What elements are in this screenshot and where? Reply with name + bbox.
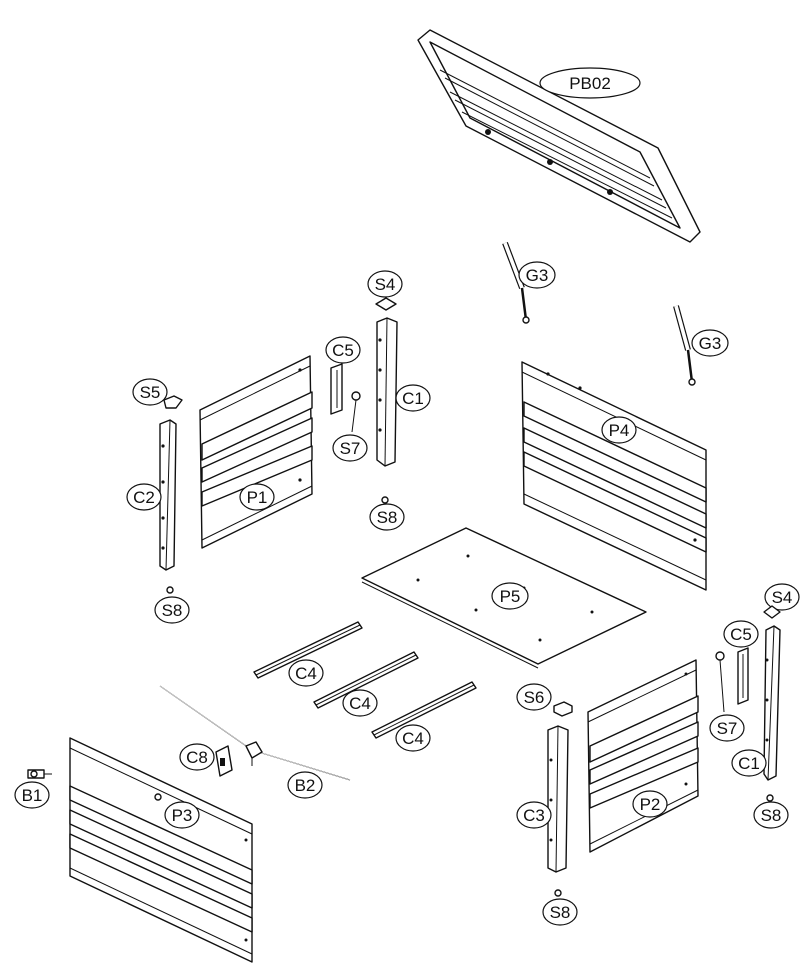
corner-post-c1-right bbox=[763, 625, 781, 781]
label-c4-a: C4 bbox=[295, 664, 317, 683]
label-pb02: PB02 bbox=[569, 74, 611, 93]
label-s4-right: S4 bbox=[772, 588, 793, 607]
gas-strut-g3-right bbox=[673, 305, 696, 386]
foot-s8-mid bbox=[381, 496, 389, 504]
back-panel-p4 bbox=[521, 361, 707, 591]
bracket-c5-left bbox=[330, 363, 343, 415]
hinge-s7-left bbox=[351, 391, 361, 433]
label-b1: B1 bbox=[22, 786, 43, 805]
gas-strut-g3-top bbox=[502, 241, 530, 324]
label-s8-right: S8 bbox=[761, 806, 782, 825]
side-panel-p1 bbox=[199, 355, 313, 549]
corner-cap-s6 bbox=[553, 701, 573, 717]
label-p1: P1 bbox=[247, 488, 268, 507]
label-c4-b: C4 bbox=[349, 694, 371, 713]
corner-cap-s5 bbox=[163, 395, 183, 409]
label-c1-left: C1 bbox=[402, 389, 424, 408]
label-c3: C3 bbox=[523, 806, 545, 825]
corner-cap-s4-right bbox=[763, 605, 781, 619]
label-p2: P2 bbox=[640, 795, 661, 814]
foot-s8-right bbox=[766, 794, 774, 802]
bracket-c5-right bbox=[737, 647, 749, 705]
label-g3-top: G3 bbox=[526, 266, 549, 285]
label-b2: B2 bbox=[295, 776, 316, 795]
lock-bracket-c8 bbox=[215, 745, 233, 777]
label-s7-right: S7 bbox=[717, 719, 738, 738]
lid-frame-pb02 bbox=[417, 29, 701, 243]
handle-b1 bbox=[27, 769, 52, 779]
front-panel-p3 bbox=[69, 737, 253, 963]
label-s8-left: S8 bbox=[162, 601, 183, 620]
corner-post-c2 bbox=[159, 419, 177, 571]
label-c1-right: C1 bbox=[738, 754, 760, 773]
label-p5: P5 bbox=[500, 587, 521, 606]
corner-cap-s4-top bbox=[375, 297, 397, 311]
label-s8-bottom: S8 bbox=[550, 903, 571, 922]
label-p4: P4 bbox=[609, 421, 630, 440]
label-c4-c: C4 bbox=[402, 729, 424, 748]
label-c8: C8 bbox=[186, 748, 208, 767]
corner-post-c3 bbox=[547, 725, 569, 873]
label-s4-top: S4 bbox=[375, 275, 396, 294]
floor-rail-c4-b bbox=[313, 651, 419, 709]
label-s6: S6 bbox=[524, 688, 545, 707]
hinge-s7-right bbox=[715, 651, 725, 713]
label-g3-right: G3 bbox=[699, 334, 722, 353]
label-s5: S5 bbox=[140, 383, 161, 402]
foot-s8-bottom bbox=[554, 889, 562, 897]
rod-b2 bbox=[159, 685, 351, 781]
label-c2: C2 bbox=[133, 488, 155, 507]
floor-rail-c4-a bbox=[253, 621, 363, 679]
label-p3: P3 bbox=[172, 806, 193, 825]
label-c5-right: C5 bbox=[730, 625, 752, 644]
corner-post-c1-left bbox=[376, 317, 398, 467]
label-c5-left: C5 bbox=[332, 341, 354, 360]
side-panel-p2 bbox=[587, 659, 699, 853]
foot-s8-left bbox=[166, 586, 174, 594]
label-s8-mid: S8 bbox=[377, 508, 398, 527]
label-s7-left: S7 bbox=[340, 439, 361, 458]
floor-rail-c4-c bbox=[371, 681, 477, 739]
